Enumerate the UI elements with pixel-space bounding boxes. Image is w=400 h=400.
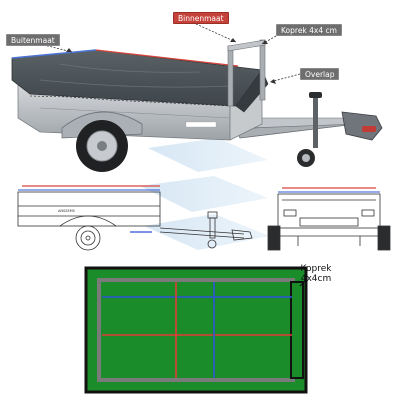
rear-view-wheel-right xyxy=(377,225,391,251)
arrow-layer-2 xyxy=(140,176,268,212)
coupling-head xyxy=(341,111,383,141)
trailer-photo xyxy=(11,23,383,172)
koprek-top-bar xyxy=(227,39,266,52)
binnenmaat-line xyxy=(95,49,239,67)
coupling-handle xyxy=(362,126,376,132)
plan-koprek-leader xyxy=(299,279,307,287)
plan-koprek-label-line1: Koprek xyxy=(300,264,332,274)
rear-view-drawing xyxy=(267,187,391,251)
plan-koprek-label: Koprek 4x4cm xyxy=(292,264,340,284)
brand-label: ANSSEMS xyxy=(58,209,76,213)
side-view-body xyxy=(17,191,161,227)
side-view-wheel xyxy=(75,225,101,251)
arrow-layer-1 xyxy=(148,138,268,172)
koprek-post-left xyxy=(227,45,234,107)
transition-arrows xyxy=(140,138,270,250)
arrow-layer-3 xyxy=(144,214,270,250)
rear-view-body xyxy=(277,193,381,229)
side-view-drawing xyxy=(17,185,253,251)
koprek-callout: Koprek 4x4 cm xyxy=(276,24,342,36)
top-view-plan xyxy=(84,266,308,394)
plan-koprek-label-line2: 4x4cm xyxy=(300,274,332,284)
plan-cover-outline xyxy=(84,266,308,394)
plan-koprek-bar xyxy=(290,281,304,379)
overlap-callout: Overlap xyxy=(300,68,340,80)
jockey-post xyxy=(313,96,318,148)
rear-view-wheel-left xyxy=(267,225,281,251)
side-view-drawbar xyxy=(159,227,245,235)
buitenmaat-callout: Buitenmaat xyxy=(6,34,60,46)
buitenmaat-line xyxy=(11,49,97,59)
koprek-post-right xyxy=(259,39,266,101)
binnenmaat-callout: Binnenmaat xyxy=(173,12,229,24)
